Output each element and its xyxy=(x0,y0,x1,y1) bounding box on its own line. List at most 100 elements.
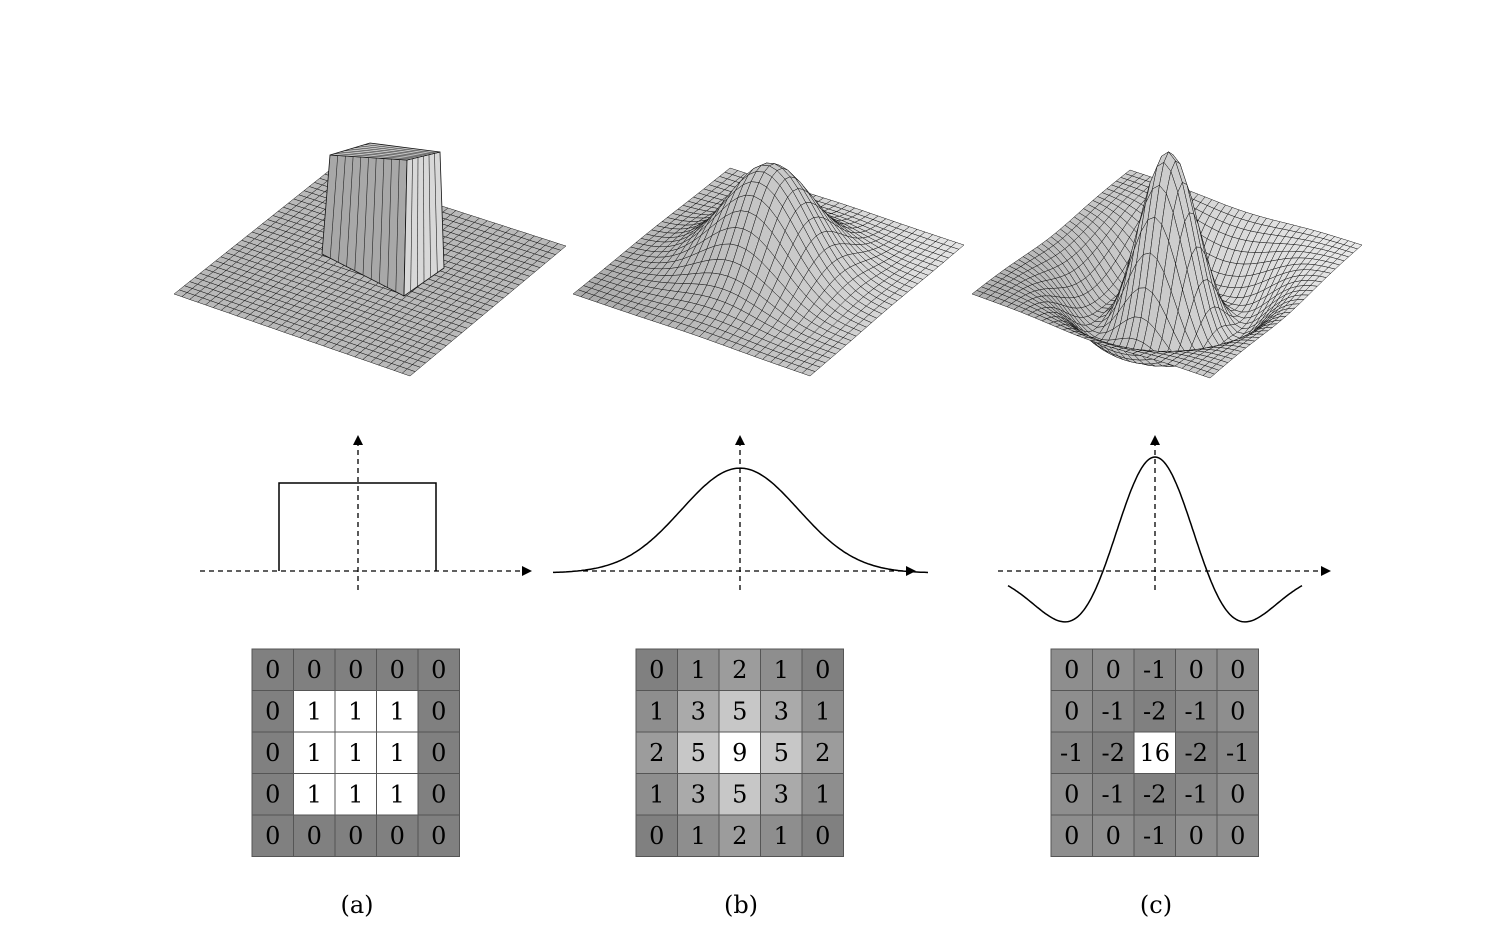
kernel-cell-value: 0 xyxy=(265,822,280,850)
kernel-cell-value: 0 xyxy=(265,697,280,725)
kernel-cell-value: 3 xyxy=(774,780,789,808)
kernel-cell xyxy=(1133,814,1176,857)
kernel-cell xyxy=(334,731,377,774)
profile-box-plot xyxy=(200,435,532,590)
kernel-cell-value: -1 xyxy=(1226,739,1249,767)
kernel-cell-value: 2 xyxy=(732,822,747,850)
kernel-cell xyxy=(677,773,720,816)
kernel-cell xyxy=(417,814,460,857)
kernel-cell xyxy=(1216,648,1259,691)
kernel-cell-value: 0 xyxy=(1064,656,1079,684)
kernel-cell-value: 1 xyxy=(348,697,363,725)
kernel-cell xyxy=(1092,731,1135,774)
kernel-cell-value: -1 xyxy=(1060,739,1083,767)
kernel-cell xyxy=(760,690,803,733)
box-face-line xyxy=(387,158,392,288)
kernel-cell xyxy=(1133,731,1176,774)
box-face-line xyxy=(395,159,400,292)
caption-c: (c) xyxy=(1140,891,1172,919)
kernel-cell-value: 0 xyxy=(1230,822,1245,850)
kernel-cell-value: 0 xyxy=(1106,822,1121,850)
box-face-line xyxy=(434,153,438,273)
kernel-cell-value: 0 xyxy=(431,780,446,808)
kernel-cell-value: 1 xyxy=(649,780,664,808)
kernel-cell xyxy=(1050,731,1093,774)
kernel-cell-value: 0 xyxy=(1064,780,1079,808)
kernel-cell-value: -2 xyxy=(1102,739,1125,767)
kernel-cell-value: 1 xyxy=(649,697,664,725)
kernel-cell xyxy=(677,690,720,733)
box-face-line xyxy=(417,157,419,287)
kernel-cell-value: 0 xyxy=(1230,656,1245,684)
y-axis-arrowhead xyxy=(353,435,363,445)
surface-mexican-hat-3d xyxy=(971,151,1363,379)
y-axis-arrowhead xyxy=(735,435,745,445)
kernel-cell-value: 3 xyxy=(691,780,706,808)
kernel-cell-value: 1 xyxy=(774,822,789,850)
kernel-cell xyxy=(1175,648,1218,691)
kernel-cell-value: 1 xyxy=(390,697,405,725)
profile-mexican-hat-plot xyxy=(998,435,1331,623)
caption-b: (b) xyxy=(724,891,758,919)
kernel-cell-value: 3 xyxy=(691,697,706,725)
kernel-cell xyxy=(293,731,336,774)
box-face-line xyxy=(354,156,362,271)
box-face-line xyxy=(423,155,425,283)
surface-facet xyxy=(1202,371,1215,379)
kernel-cell xyxy=(251,814,294,857)
kernel-cell-value: 1 xyxy=(307,697,322,725)
kernel-cell xyxy=(1175,690,1218,733)
kernel-cell-value: 0 xyxy=(348,656,363,684)
kernel-cell-value: 0 xyxy=(815,822,830,850)
surface-facet xyxy=(401,368,416,377)
kernel-cell xyxy=(801,814,844,857)
kernel-cell-value: 0 xyxy=(265,656,280,684)
kernel-cell xyxy=(635,814,678,857)
kernel-cell-value: 1 xyxy=(815,780,830,808)
kernel-cell xyxy=(1175,814,1218,857)
kernel-cell xyxy=(760,731,803,774)
box-face-line xyxy=(362,157,369,276)
kernel-cell xyxy=(376,814,419,857)
kernel-cell-value: 0 xyxy=(348,822,363,850)
kernel-cell-value: 5 xyxy=(732,780,747,808)
kernel-cell-value: 0 xyxy=(390,822,405,850)
box-face-line xyxy=(346,156,354,267)
kernel-cell xyxy=(251,773,294,816)
kernel-cell xyxy=(293,690,336,733)
box-top-line xyxy=(359,145,432,155)
kernel-cell-value: 1 xyxy=(348,739,363,767)
kernel-cell xyxy=(677,814,720,857)
box-top-line xyxy=(349,148,424,157)
y-axis-arrowhead xyxy=(1150,435,1160,445)
kernel-cell xyxy=(1175,731,1218,774)
kernel-cell-value: -1 xyxy=(1143,656,1166,684)
kernel-cell xyxy=(1092,773,1135,816)
kernel-cell-value: 0 xyxy=(649,656,664,684)
kernel-cell-value: 9 xyxy=(732,739,747,767)
kernel-cell xyxy=(417,648,460,691)
kernel-cell xyxy=(1092,690,1135,733)
kernel-cell-value: 16 xyxy=(1139,739,1170,767)
box-top-line xyxy=(339,151,416,159)
kernel-cell-value: 0 xyxy=(815,656,830,684)
kernel-cell-value: 0 xyxy=(431,697,446,725)
kernel-cell-value: 5 xyxy=(774,739,789,767)
kernel-cell-value: 1 xyxy=(348,780,363,808)
kernel-cell-value: 0 xyxy=(1064,822,1079,850)
kernel-cell xyxy=(334,814,377,857)
kernel-cell xyxy=(1216,773,1259,816)
kernel-cell-value: -2 xyxy=(1185,739,1208,767)
kernel-cell xyxy=(801,690,844,733)
kernel-cell-value: 0 xyxy=(1106,656,1121,684)
kernel-cell xyxy=(635,731,678,774)
caption-a: (a) xyxy=(340,891,373,919)
box-top-line xyxy=(334,153,412,160)
kernel-cell-value: 0 xyxy=(649,822,664,850)
kernel-cell-value: -1 xyxy=(1185,697,1208,725)
kernel-cell xyxy=(251,731,294,774)
surface-facet xyxy=(801,368,816,377)
